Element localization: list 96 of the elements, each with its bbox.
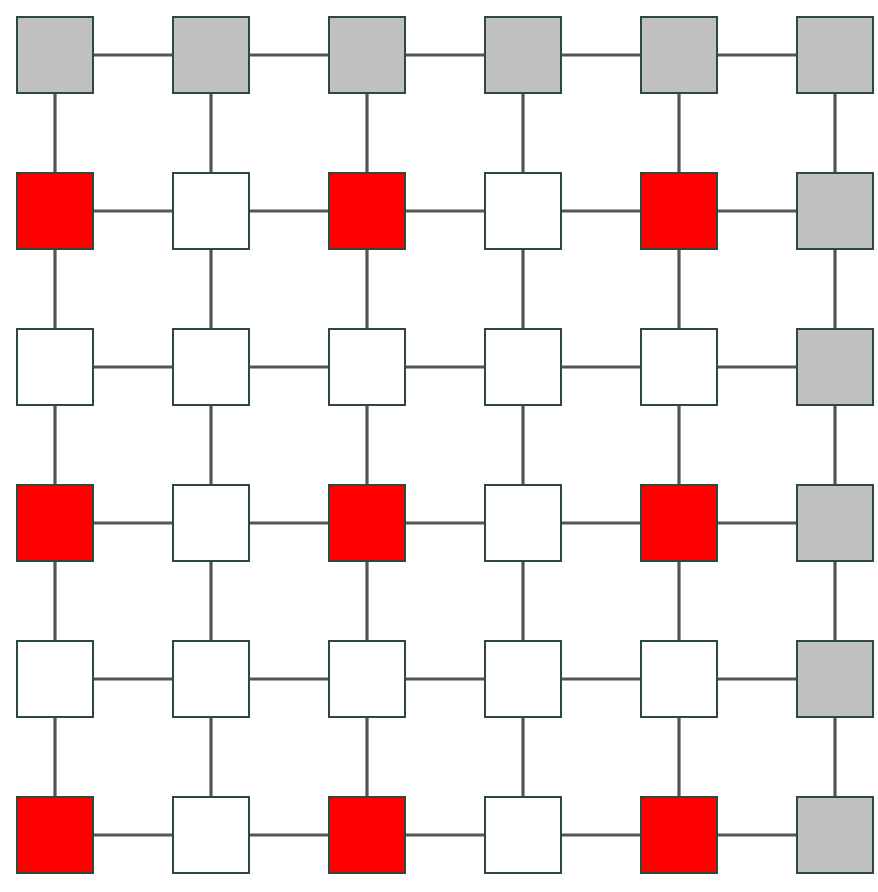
- square-node: [16, 484, 94, 562]
- connector-line: [833, 562, 837, 640]
- connector-line: [94, 209, 172, 213]
- square-node: [328, 796, 406, 874]
- square-node: [796, 16, 874, 94]
- connector-line: [833, 94, 837, 172]
- square-node: [484, 328, 562, 406]
- connector-line: [833, 406, 837, 484]
- connector-line: [94, 677, 172, 681]
- square-node: [172, 796, 250, 874]
- square-node: [172, 172, 250, 250]
- square-node: [328, 640, 406, 718]
- connector-line: [521, 406, 525, 484]
- square-node: [16, 16, 94, 94]
- connector-line: [209, 94, 213, 172]
- square-node: [640, 484, 718, 562]
- square-node: [16, 172, 94, 250]
- square-node: [484, 796, 562, 874]
- connector-line: [677, 562, 681, 640]
- square-node: [172, 484, 250, 562]
- connector-line: [53, 406, 57, 484]
- connector-line: [209, 718, 213, 796]
- square-node: [16, 796, 94, 874]
- connector-line: [718, 677, 796, 681]
- connector-line: [209, 250, 213, 328]
- connector-line: [677, 718, 681, 796]
- connector-line: [250, 833, 328, 837]
- connector-line: [521, 562, 525, 640]
- connector-line: [94, 833, 172, 837]
- square-node: [640, 328, 718, 406]
- connector-line: [677, 94, 681, 172]
- connector-line: [365, 406, 369, 484]
- connector-line: [94, 53, 172, 57]
- square-node: [796, 640, 874, 718]
- connector-line: [718, 209, 796, 213]
- connector-line: [406, 365, 484, 369]
- square-node: [796, 172, 874, 250]
- square-node: [484, 640, 562, 718]
- connector-line: [562, 209, 640, 213]
- square-node: [172, 16, 250, 94]
- connector-line: [677, 250, 681, 328]
- connector-line: [250, 677, 328, 681]
- connector-line: [718, 833, 796, 837]
- connector-line: [718, 521, 796, 525]
- square-node: [328, 484, 406, 562]
- connector-line: [250, 365, 328, 369]
- square-node: [172, 328, 250, 406]
- connector-line: [521, 250, 525, 328]
- connector-line: [521, 718, 525, 796]
- square-node: [484, 172, 562, 250]
- connector-line: [209, 406, 213, 484]
- square-node: [328, 328, 406, 406]
- connector-line: [365, 718, 369, 796]
- connector-line: [250, 53, 328, 57]
- square-node: [796, 484, 874, 562]
- square-node: [640, 640, 718, 718]
- square-node: [640, 172, 718, 250]
- connector-line: [562, 365, 640, 369]
- square-node: [16, 640, 94, 718]
- connector-line: [365, 250, 369, 328]
- connector-line: [209, 562, 213, 640]
- square-node: [796, 328, 874, 406]
- connector-line: [406, 833, 484, 837]
- connector-line: [406, 521, 484, 525]
- connector-line: [365, 562, 369, 640]
- connector-line: [53, 94, 57, 172]
- connector-line: [521, 94, 525, 172]
- connector-line: [677, 406, 681, 484]
- connector-line: [562, 677, 640, 681]
- connector-line: [406, 209, 484, 213]
- connector-line: [718, 53, 796, 57]
- connector-line: [53, 718, 57, 796]
- square-node: [796, 796, 874, 874]
- connector-line: [53, 562, 57, 640]
- connector-line: [833, 718, 837, 796]
- connector-line: [562, 833, 640, 837]
- square-node: [640, 796, 718, 874]
- square-node: [328, 172, 406, 250]
- square-node: [484, 16, 562, 94]
- connector-line: [94, 521, 172, 525]
- square-node: [172, 640, 250, 718]
- connector-line: [406, 677, 484, 681]
- connector-line: [833, 250, 837, 328]
- square-node: [640, 16, 718, 94]
- connector-line: [53, 250, 57, 328]
- connector-line: [250, 209, 328, 213]
- square-node: [328, 16, 406, 94]
- connector-line: [365, 94, 369, 172]
- connector-line: [562, 53, 640, 57]
- connector-line: [718, 365, 796, 369]
- square-node: [484, 484, 562, 562]
- connector-line: [94, 365, 172, 369]
- connector-line: [562, 521, 640, 525]
- connector-line: [406, 53, 484, 57]
- connector-line: [250, 521, 328, 525]
- square-node: [16, 328, 94, 406]
